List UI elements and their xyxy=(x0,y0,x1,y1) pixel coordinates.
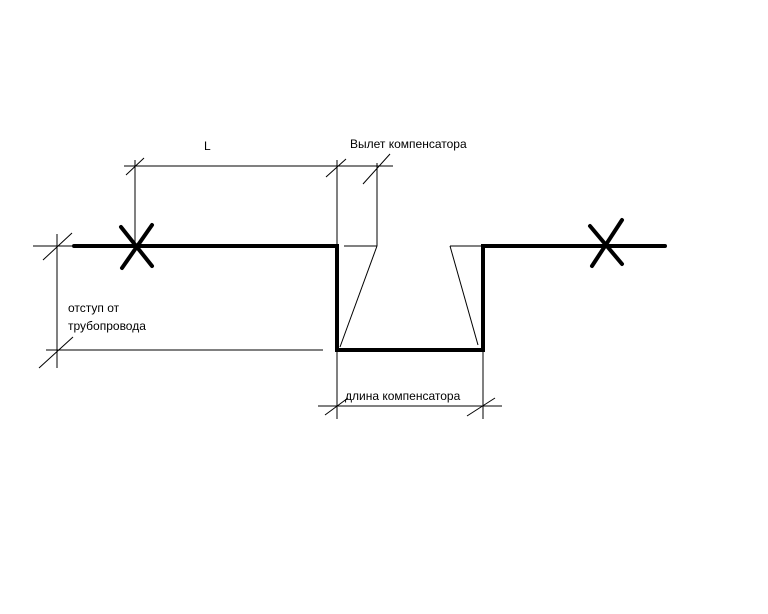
pipeline xyxy=(72,244,667,352)
label-L: L xyxy=(204,139,211,153)
label-compensator-offset: Вылет компенсатора xyxy=(350,137,467,151)
tick xyxy=(324,397,349,416)
label-compensator-length: длина компенсатора xyxy=(345,389,461,403)
tick xyxy=(42,232,73,261)
fixed-support-right xyxy=(588,218,624,268)
tick xyxy=(325,158,347,178)
fixed-support-left xyxy=(119,223,154,270)
deflection-line xyxy=(449,245,479,346)
label-indent-line1: отступ от xyxy=(68,301,120,315)
tick xyxy=(466,397,496,417)
deflection-line xyxy=(339,245,378,348)
tick xyxy=(38,336,74,369)
tick xyxy=(125,157,145,176)
label-indent-line2: трубопровода xyxy=(68,319,146,333)
tick xyxy=(362,153,391,185)
